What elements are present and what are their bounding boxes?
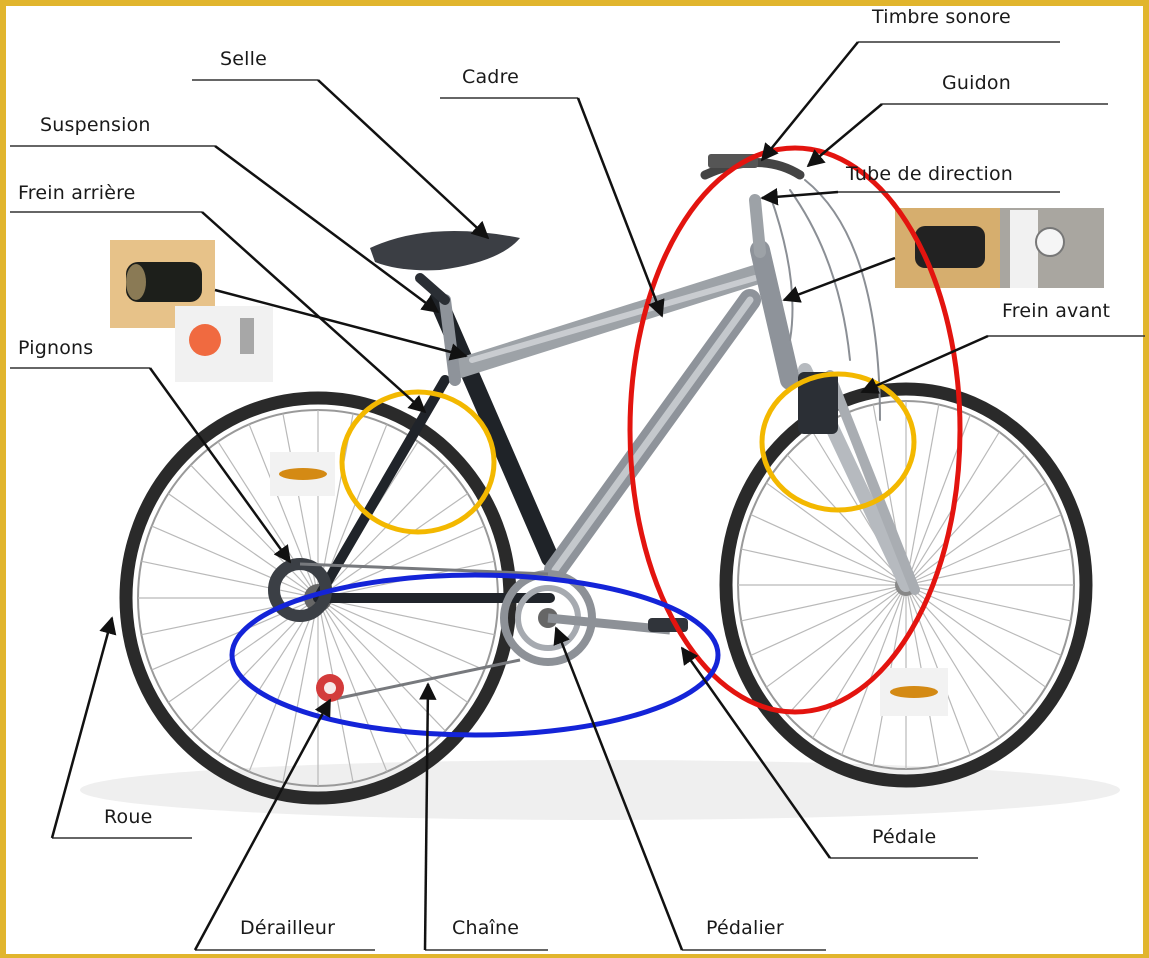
label-roue: Roue (104, 806, 153, 828)
arrow-suspension (215, 146, 438, 312)
arrow-roue (52, 618, 112, 838)
rear-brake-highlight (342, 392, 494, 532)
label-guidon: Guidon (942, 72, 1011, 94)
arrow-cadre (578, 98, 662, 316)
label-derailleur: Dérailleur (240, 917, 335, 939)
front-reflector-photo (1000, 208, 1104, 288)
arrow-front-light (784, 258, 895, 300)
label-frein-arriere: Frein arrière (18, 182, 136, 204)
rear-reflector-photo (175, 306, 273, 382)
label-suspension: Suspension (40, 114, 151, 136)
arrow-timbre (762, 42, 858, 160)
label-timbre-sonore: Timbre sonore (872, 6, 1011, 28)
front-light-photo (895, 208, 1000, 288)
label-chaine: Chaîne (452, 917, 519, 939)
arrow-tube (762, 192, 838, 198)
label-tube-de-direction: Tube de direction (846, 163, 1013, 185)
arrow-selle (318, 80, 488, 238)
label-selle: Selle (220, 48, 267, 70)
label-pedalier: Pédalier (706, 917, 784, 939)
arrow-guidon (808, 104, 882, 166)
label-pignons: Pignons (18, 337, 93, 359)
label-frein-avant: Frein avant (1002, 300, 1110, 322)
label-pedale: Pédale (872, 826, 936, 848)
arrow-chaine (425, 684, 428, 950)
label-cadre: Cadre (462, 66, 519, 88)
